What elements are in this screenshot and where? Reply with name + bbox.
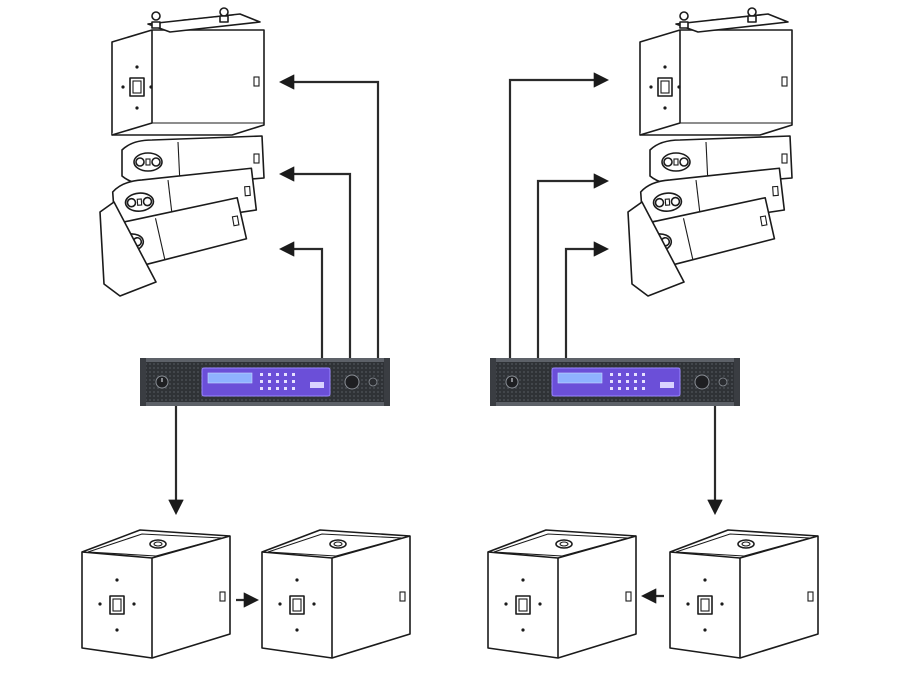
left-wire-module-2 xyxy=(278,166,352,358)
left-subwoofer-1 xyxy=(81,529,231,659)
right-subwoofer-1 xyxy=(669,529,819,659)
left-subwoofer-2 xyxy=(261,529,411,659)
left-wire-module-3 xyxy=(278,241,324,358)
left-wire-top-module xyxy=(278,74,380,358)
right-wire-top-module xyxy=(508,72,610,358)
right-wire-module-3 xyxy=(564,241,610,358)
left-array-bottom-side xyxy=(99,201,157,297)
right-amplifier xyxy=(489,357,741,407)
right-wire-module-2 xyxy=(536,173,610,358)
right-array-top-module xyxy=(639,7,793,136)
left-system xyxy=(81,7,411,659)
left-line-array xyxy=(98,7,265,297)
left-amplifier xyxy=(139,357,391,407)
right-system xyxy=(487,7,819,659)
right-array-bottom-side xyxy=(627,201,685,297)
right-subwoofer-2 xyxy=(487,529,637,659)
left-array-top-module xyxy=(111,7,265,136)
right-line-array xyxy=(626,7,793,297)
